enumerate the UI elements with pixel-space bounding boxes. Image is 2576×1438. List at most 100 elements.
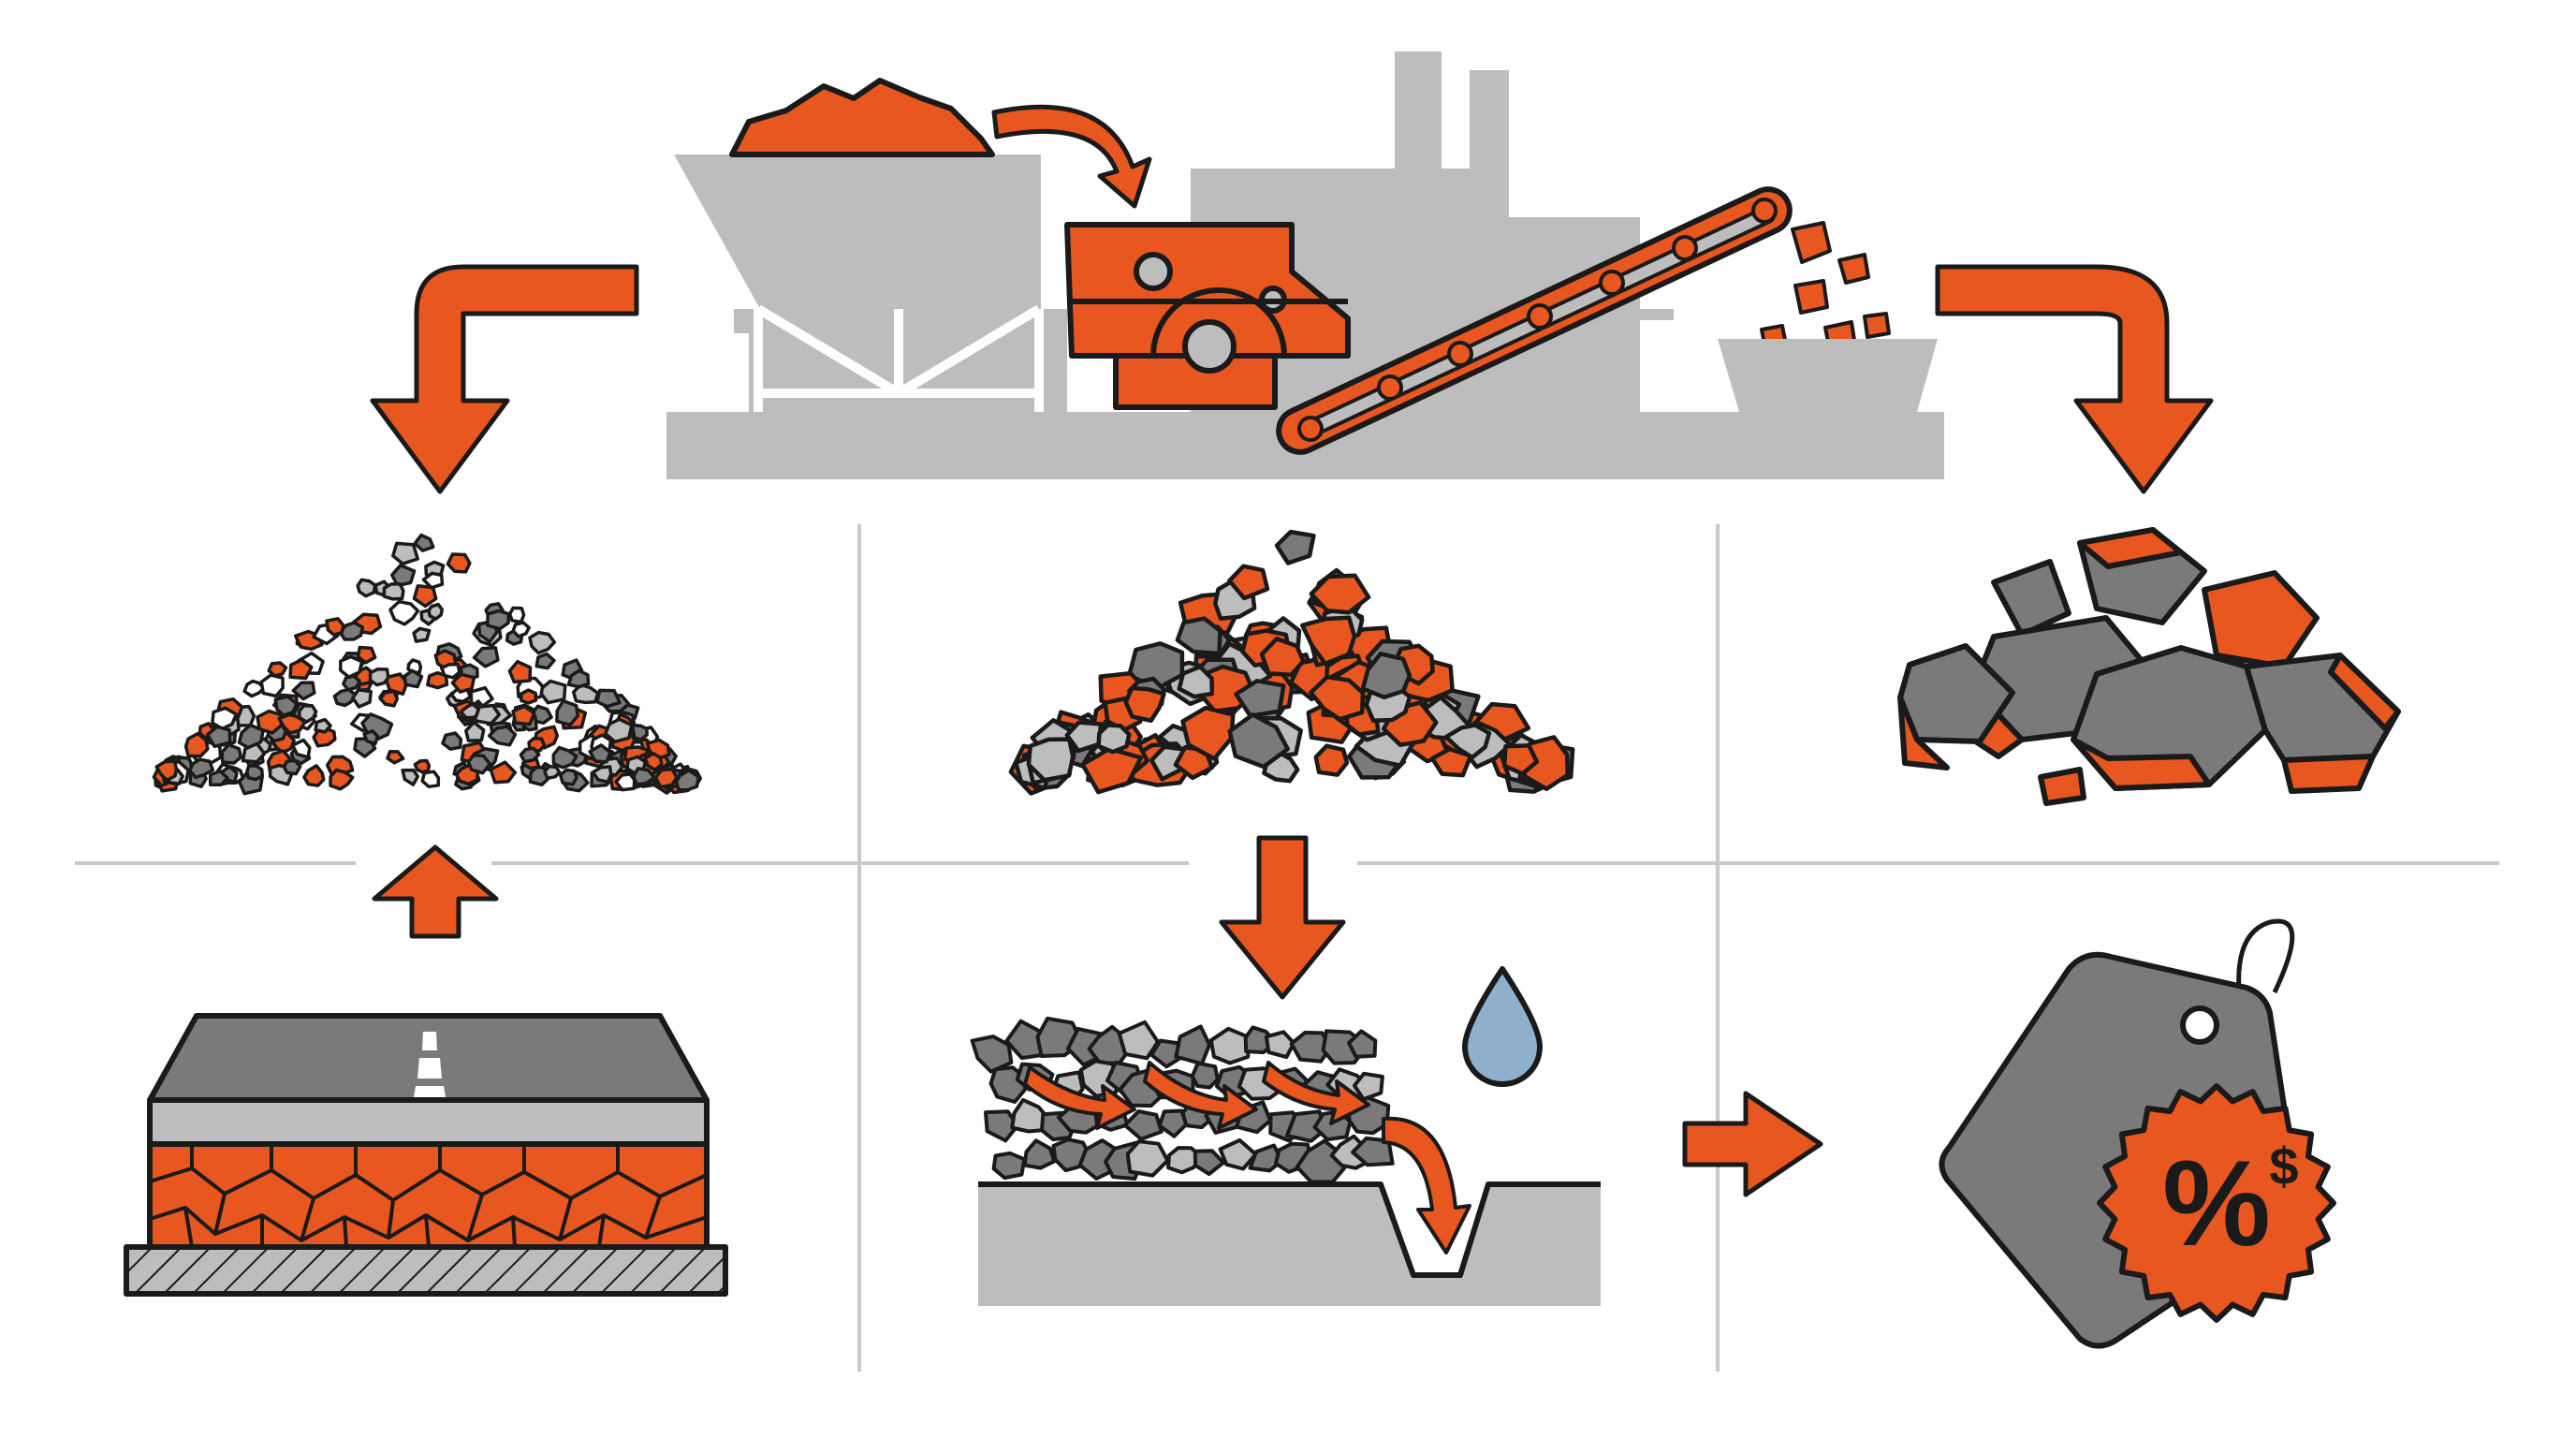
gravel-piece (558, 768, 578, 786)
gravel-piece (566, 668, 591, 689)
gravel-piece (588, 743, 612, 764)
gravel-piece (555, 698, 580, 726)
gravel-piece (382, 582, 405, 601)
gravel-piece (339, 654, 364, 679)
gravel-piece (1080, 746, 1144, 795)
gravel-piece (187, 757, 215, 780)
gravel-piece (507, 659, 533, 684)
gravel-piece (643, 752, 664, 772)
gravel-piece (1064, 720, 1104, 754)
gravel-piece (208, 769, 229, 787)
falling-particles (1760, 221, 1891, 353)
gravel-piece (1300, 615, 1357, 667)
gravel-piece (1193, 1149, 1225, 1176)
gravel-piece (543, 764, 562, 780)
gravel-piece (466, 753, 492, 775)
collection-bin (1718, 339, 1938, 459)
gravel-piece (329, 768, 355, 791)
gravel-pile-icon (152, 533, 703, 796)
gravel-piece (511, 621, 531, 638)
gravel-piece (519, 746, 541, 764)
gravel-piece (970, 1034, 1014, 1074)
conveyor-belt (1276, 186, 1793, 455)
plant-to-fine-arrow (370, 264, 639, 494)
gravel-piece (205, 725, 232, 749)
drainage-gravel (970, 1016, 1395, 1184)
gravel-piece (356, 578, 377, 598)
gravel-piece (325, 617, 345, 637)
gravel-piece (338, 621, 365, 641)
gravel-piece (412, 583, 438, 609)
gravel-piece (401, 768, 420, 786)
gravel-piece (472, 646, 500, 668)
gravel-piece (511, 704, 536, 726)
gravel-piece (1218, 1137, 1258, 1171)
gravel-piece (446, 552, 472, 574)
gravel-piece (241, 741, 267, 764)
gravel-piece (441, 731, 463, 751)
gravel-piece (290, 738, 312, 759)
gravel-piece (1347, 1029, 1378, 1059)
gravel-piece (351, 688, 373, 709)
water-drop-icon (1462, 966, 1543, 1087)
gravel-piece (1227, 712, 1290, 770)
gravel-piece (473, 703, 502, 726)
gravel-piece (412, 626, 432, 643)
gravel-piece (528, 630, 557, 655)
gravel-piece (450, 672, 476, 694)
gravel-piece (342, 674, 362, 692)
gravel-piece (1360, 652, 1412, 700)
gravel-piece (674, 769, 701, 792)
gravel-piece (1125, 1139, 1170, 1178)
gravel-pile-icon (1008, 529, 1575, 796)
gravel-piece (520, 688, 538, 705)
road-base (124, 844, 728, 1297)
gravel-piece (386, 750, 405, 765)
medium-to-drainage-arrow (1219, 835, 1346, 1000)
gravel-piece (1248, 1143, 1284, 1173)
gravel-piece (1313, 743, 1350, 777)
gravel-piece (489, 760, 518, 785)
road-layer-icon (124, 1013, 728, 1297)
gravel-piece (1180, 705, 1236, 761)
gravel-piece (1259, 637, 1306, 677)
drainage-fill (970, 835, 1823, 1306)
gravel-piece (591, 765, 613, 784)
jaw-crusher (1064, 222, 1351, 410)
pricing: % $ (1939, 918, 2336, 1349)
boulder-pile-icon (1897, 527, 2401, 806)
gravel-piece (1096, 723, 1132, 755)
gravel-piece (1122, 1109, 1164, 1141)
badge-percent-symbol: % (2162, 1135, 2271, 1271)
gravel-piece (1234, 679, 1286, 718)
gravel-piece (378, 689, 400, 708)
gravel-piece (1289, 1030, 1333, 1064)
gravel-piece (220, 742, 243, 765)
gravel-piece (1309, 573, 1371, 615)
gravel-piece (282, 758, 302, 776)
drainage-to-pricing-arrow (1682, 1091, 1823, 1197)
gravel-piece (302, 764, 326, 787)
gravel-piece (183, 731, 210, 758)
medium-aggregate-pile (1008, 529, 1575, 796)
gravel-piece (297, 703, 318, 724)
gravel-piece (1190, 1061, 1220, 1090)
gravel-piece (427, 602, 445, 621)
drainage-channel-icon (970, 966, 1601, 1306)
flow-arrows (1023, 1061, 1471, 1255)
price-tag-icon: % $ (1939, 918, 2336, 1349)
gravel-piece (259, 673, 285, 698)
gravel-piece (1227, 564, 1270, 601)
discount-badge (2097, 1083, 2336, 1323)
gravel-piece (1208, 1026, 1251, 1065)
gravel-piece (388, 599, 420, 626)
gravel-piece (1309, 674, 1366, 722)
gravel-piece (288, 658, 314, 681)
plant-to-coarse-arrow (1935, 264, 2214, 494)
gravel-piece (413, 758, 432, 774)
gravel-piece (632, 767, 656, 786)
gravel-piece (245, 764, 265, 782)
gravel-piece (1501, 742, 1540, 776)
